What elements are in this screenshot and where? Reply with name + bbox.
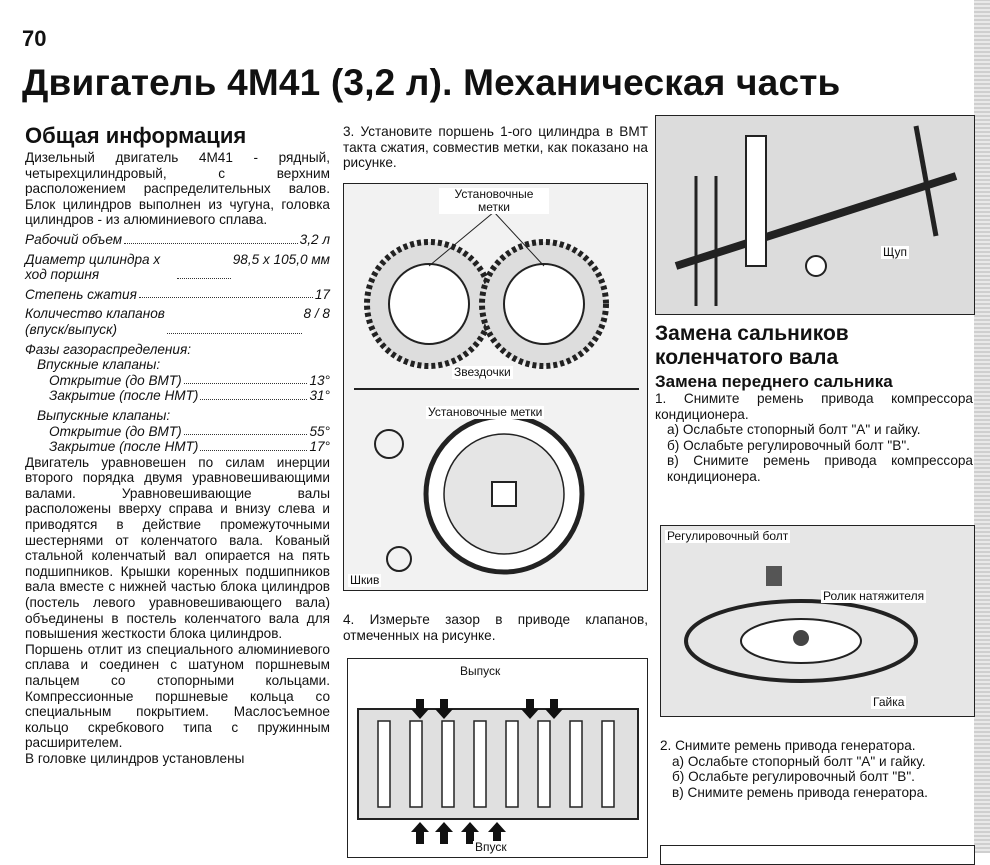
spec-row: Открытие (до ВМТ)13° bbox=[49, 372, 330, 388]
scan-edge bbox=[974, 0, 990, 853]
feeler-gauge-illustration bbox=[674, 125, 958, 306]
step-3: 3. Установите поршень 1-ого цилиндра в В… bbox=[343, 124, 648, 171]
fig-label-intake: Впуск bbox=[473, 840, 509, 854]
right-column: Замена сальников коленчатого вала Замена… bbox=[655, 322, 973, 485]
page-number: 70 bbox=[22, 26, 47, 51]
paragraph: Поршень отлит из специального алюминиево… bbox=[25, 641, 330, 751]
fig-label-timing-marks: Установочные метки bbox=[439, 188, 549, 214]
fig-label-nut: Гайка bbox=[871, 695, 907, 709]
camshaft-illustration bbox=[357, 699, 639, 844]
paragraph: В головке цилиндров установлены bbox=[25, 750, 245, 766]
fig-label-tensioner: Ролик натяжителя bbox=[821, 589, 927, 603]
timing-marks-figure: Установочные метки Звездочки Установочны… bbox=[343, 183, 648, 591]
belt-tensioner-figure: Регулировочный болт Ролик натяжителя Гай… bbox=[660, 525, 975, 717]
subsection-heading: Замена переднего сальника bbox=[655, 372, 893, 391]
fig-label-feeler: Щуп bbox=[881, 245, 910, 259]
middle-column-step4: 4. Измерьте зазор в приводе клапанов, от… bbox=[343, 612, 648, 643]
next-figure bbox=[660, 845, 975, 865]
spec-row: Закрытие (после НМТ)31° bbox=[49, 388, 330, 404]
page-title: Двигатель 4M41 (3,2 л). Механическая час… bbox=[22, 62, 841, 103]
spec-row: Открытие (до ВМТ)55° bbox=[49, 423, 330, 439]
intake-heading: Впускные клапаны: bbox=[37, 357, 161, 373]
step-1: 1. Снимите ремень привода компрессора ко… bbox=[655, 391, 973, 422]
paragraph: Двигатель уравновешен по силам инерции в… bbox=[25, 454, 330, 642]
step-1a: а) Ослабьте стопорный болт "А" и гайку. bbox=[667, 422, 921, 438]
step-2c: в) Снимите ремень привода генератора. bbox=[672, 784, 928, 800]
step-1c: в) Снимите ремень привода компрессора ко… bbox=[667, 453, 973, 484]
section-heading: Замена сальников коленчатого вала bbox=[655, 322, 849, 369]
middle-column: 3. Установите поршень 1-ого цилиндра в В… bbox=[343, 124, 648, 171]
spec-row: Закрытие (после НМТ)17° bbox=[49, 439, 330, 455]
fig-label-adjusting-bolt: Регулировочный болт bbox=[665, 529, 791, 543]
step-1b: б) Ослабьте регулировочный болт "В". bbox=[667, 437, 910, 453]
step-2a: а) Ослабьте стопорный болт "А" и гайку. bbox=[672, 753, 926, 769]
belt-tensioner-illustration bbox=[684, 566, 918, 683]
spec-row: Количество клапанов (впуск/выпуск)8 / 8 bbox=[25, 306, 330, 337]
step-2b: б) Ослабьте регулировочный болт "В". bbox=[672, 769, 915, 785]
fig-label-timing-marks-2: Установочные метки bbox=[426, 405, 545, 419]
fig-label-exhaust: Выпуск bbox=[458, 664, 503, 678]
feeler-gauge-figure: Щуп bbox=[655, 115, 975, 315]
right-column-step2: 2. Снимите ремень привода генератора. а)… bbox=[660, 738, 973, 800]
section-heading: Общая информация bbox=[25, 123, 247, 148]
step-4: 4. Измерьте зазор в приводе клапанов, от… bbox=[343, 612, 648, 643]
left-column: Общая информация Дизельный двигатель 4M4… bbox=[25, 124, 330, 767]
fig-label-pulley: Шкив bbox=[348, 573, 382, 587]
fig-label-sprockets: Звездочки bbox=[452, 365, 513, 379]
exhaust-heading: Выпускные клапаны: bbox=[37, 407, 171, 423]
intro-paragraph: Дизельный двигатель 4M41 - рядный, четыр… bbox=[25, 150, 330, 228]
engine-timing-illustration bbox=[354, 211, 639, 575]
step-2: 2. Снимите ремень привода генератора. bbox=[660, 738, 916, 753]
timing-heading: Фазы газораспределения: bbox=[25, 341, 191, 357]
valve-clearance-figure: Выпуск Впуск bbox=[347, 658, 648, 858]
